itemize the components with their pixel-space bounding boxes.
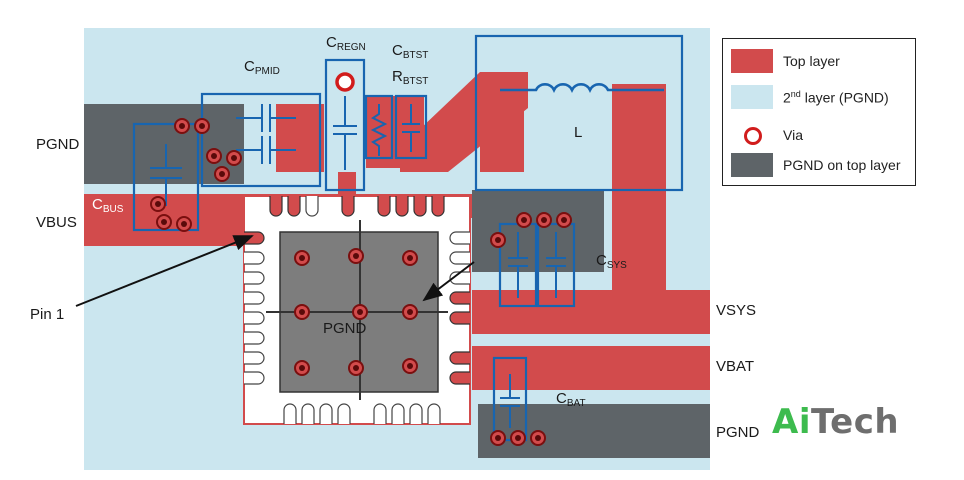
cbus-outline [132, 122, 200, 232]
via [156, 214, 172, 230]
cbtst-label: CBTST [392, 42, 429, 61]
cpmid-outline [200, 92, 322, 188]
cbus-label: CBUS [92, 196, 124, 215]
via [402, 358, 418, 374]
center-arrow [422, 261, 475, 302]
via [348, 248, 364, 264]
via [206, 148, 222, 164]
cbat-outline [492, 356, 528, 442]
legend: Top layer 2nd layer (PGND) Via PGND on t… [722, 38, 916, 186]
rbtst-symbol [370, 104, 388, 156]
via [402, 304, 418, 320]
pgnd-center-label: PGND [323, 320, 367, 337]
rbtst-label: RBTST [392, 68, 429, 87]
vbat-trace [472, 346, 710, 390]
aitech-logo: AiTech [772, 402, 900, 442]
csys-label: CSYS [596, 252, 627, 271]
via [150, 196, 166, 212]
cregn-symbol [333, 96, 357, 170]
via [490, 232, 506, 248]
via [352, 304, 368, 320]
via [348, 360, 364, 376]
via [516, 212, 532, 228]
cpmid-label: CPMID [244, 58, 280, 77]
pin1-label: Pin 1 [30, 306, 65, 323]
csys2-symbol [546, 232, 566, 298]
cbtst-outline [394, 94, 428, 160]
rbtst-outline [364, 94, 394, 160]
legend-label: PGND on top layer [783, 157, 901, 173]
ic-pins-right [449, 231, 470, 385]
cregn-label: CREGN [326, 34, 366, 53]
via [194, 118, 210, 134]
pgnd-top-bottom [478, 404, 710, 458]
csys1-symbol [508, 232, 528, 298]
via [510, 430, 526, 446]
via [335, 72, 355, 92]
legend-item-pgnd-top: PGND on top layer [731, 153, 901, 177]
inductor-outline [474, 34, 684, 192]
via [214, 166, 230, 182]
via [536, 212, 552, 228]
cpmid-symbol [236, 104, 296, 164]
vias [150, 72, 572, 446]
ic-pins-left [244, 231, 265, 385]
cregn-outline [324, 58, 366, 192]
legend-label: Via [783, 127, 803, 143]
legend-item-via: Via [731, 123, 803, 147]
cbat-label: CBAT [556, 390, 586, 409]
via [294, 250, 310, 266]
legend-item-second-layer: 2nd layer (PGND) [731, 85, 889, 109]
inductor-symbol [500, 83, 664, 93]
vbus-label: VBUS [36, 214, 77, 231]
vsys-trace [472, 290, 710, 334]
pgnd-bottom-label: PGND [716, 424, 760, 441]
inductor-label: L [574, 124, 583, 141]
legend-label: Top layer [783, 53, 840, 69]
vbat-label: VBAT [716, 358, 755, 375]
via [176, 216, 192, 232]
via [402, 250, 418, 266]
pgnd-left-label: PGND [36, 136, 80, 153]
via [556, 212, 572, 228]
ic-pins-bottom [283, 403, 441, 424]
via [294, 360, 310, 376]
via [174, 118, 190, 134]
cbat-symbol [500, 374, 520, 428]
cbus-symbol [150, 144, 182, 206]
via [294, 304, 310, 320]
ic-pins-top [269, 196, 445, 217]
vsys-label: VSYS [716, 302, 757, 319]
legend-label: 2nd layer (PGND) [783, 88, 889, 106]
via [490, 430, 506, 446]
pmid-pour [276, 104, 324, 172]
legend-swatch-pgnd-top [731, 153, 773, 177]
via-icon [731, 123, 773, 147]
sw-node-top [480, 72, 524, 172]
pin1-arrow [75, 235, 254, 307]
via [530, 430, 546, 446]
legend-swatch-top-layer [731, 49, 773, 73]
legend-item-top-layer: Top layer [731, 49, 840, 73]
cbtst-symbol [402, 104, 420, 152]
via [226, 150, 242, 166]
csys2-outline [536, 222, 576, 308]
legend-swatch-second-layer [731, 85, 773, 109]
